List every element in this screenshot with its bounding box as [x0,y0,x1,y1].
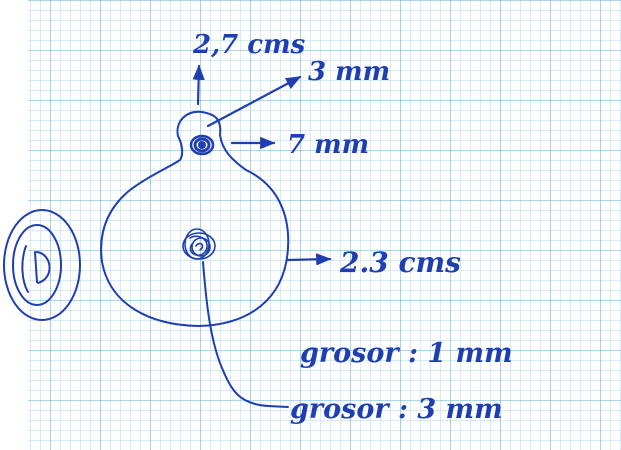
pendant-outline [100,110,290,327]
grosor-leader-line [202,261,289,408]
top-height-label: 2,7 cms [192,30,306,60]
hole-offset-label: 3 mm [308,57,390,87]
grosor-bottom-label: grosor : 3 mm [290,394,503,425]
grosor-top-label: grosor : 1 mm [300,338,513,369]
dimension-arrows [192,64,332,266]
paper-margin [0,0,28,450]
hole-offset-arrow [206,75,302,128]
body-size-arrow [286,253,332,266]
center-mark [182,228,216,260]
side-view-sketch [3,209,81,321]
grid-area [28,0,621,450]
height-arrow [192,64,205,106]
body-size-label: 2.3 cms [339,246,461,279]
top-hole [189,134,215,156]
hole-diameter-label: 7 mm [287,130,369,160]
